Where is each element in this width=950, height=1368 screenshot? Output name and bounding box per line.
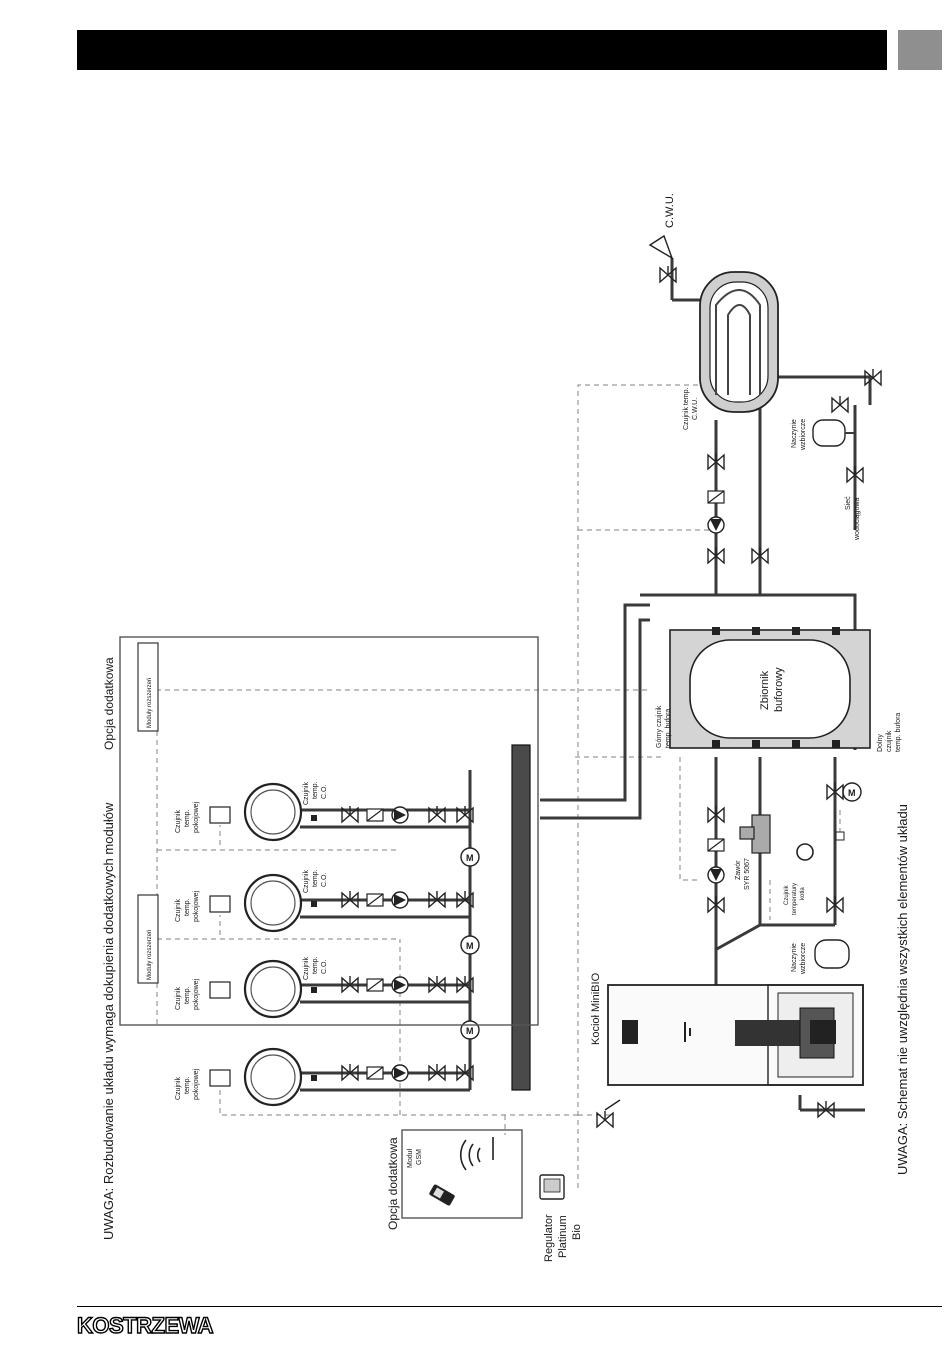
gsm-option-box [401,1129,523,1219]
room-sensor-4-l1: Czujnik [175,810,182,833]
room-sensor-3-l3: pokojowej [193,890,200,922]
dhw-cylinder [699,271,779,413]
module-ext-label-1: Moduły rozszerzeń [147,678,153,728]
room-sensor-3-l1: Czujnik [175,899,182,922]
syr-valve [739,814,771,854]
co-sensor-3-l2: temp. [312,781,319,799]
boiler [607,984,865,1112]
co-sensor-2-l3: C.O. [321,873,328,887]
exp-vessel-boiler-label-1: Naczynie [791,943,798,972]
upper-sensor-label-1: Górny czujnik [656,705,663,748]
mobile-phone-icon [429,1184,455,1206]
lower-sensor-label-2: czujnik [886,730,893,752]
motor-label-1: M [466,1026,474,1036]
motor-label-3: M [466,853,474,863]
room-sensor-1-l3: pokojowej [193,1068,200,1100]
room-sensor-2-l1: Czujnik [175,987,182,1010]
co-sensor-1-l1: Czujnik [303,957,310,980]
exp-vessel-boiler-label-2: wzbiorcze [800,943,807,975]
regulator-label-2: Platinum [557,1215,569,1258]
labels: UWAGA: Rozbudowanie układu wymaga dokupi… [101,193,910,1262]
room-sensor-4-l3: pokojowej [193,801,200,833]
schematic-note: UWAGA: Schemat nie uwzględnia wszystkich… [895,804,910,1175]
exp-vessel-dhw-label-2: wzbiorcze [800,419,807,451]
footer-rule [77,1306,942,1307]
water-supply-label-1: Sieć [845,496,852,510]
room-sensor-2-l2: temp. [184,986,191,1004]
expansion-vessel-boiler [814,939,850,969]
room-sensor-2-l3: pokojowej [193,978,200,1010]
signal-lines [156,384,841,1188]
optional-gsm-label: Opcja dodatkowa [386,1137,400,1230]
co-sensor-2-l2: temp. [312,869,319,887]
co-sensor-3-l3: C.O. [321,785,328,799]
buffer-label-1: Zbiornik [759,670,771,710]
room-sensor-1-l2: temp. [184,1076,191,1094]
gsm-label-2: GSM [416,1149,423,1165]
co-sensor-2-l1: Czujnik [303,870,310,893]
tap-icon [648,234,674,260]
room-sensor-4-l2: temp. [184,809,191,827]
optional-top-label: Opcja dodatkowa [102,657,116,750]
buffer-label-2: buforowy [773,667,785,712]
logo-text: KOSTRZEWA [77,1313,214,1337]
expansion-vessel-dhw [812,419,855,447]
upper-sensor-label-2: temp. bufora [665,709,672,748]
lower-sensor-label-1: Dolny [877,734,884,752]
regulator-label-1: Regulator [543,1214,555,1262]
distribution-manifold [511,744,531,1091]
room-sensor-1-l1: Czujnik [175,1077,182,1100]
header-bar [77,30,887,70]
optional-modules-box [119,636,539,1026]
cwu-label: C.W.U. [664,193,676,228]
co-sensor-1-l3: C.O. [321,960,328,974]
boiler-temp-label-2: temperatury [792,883,798,915]
water-supply-label-2: wodociągowa [854,497,861,541]
module-ext-label-2: Moduły rozszerzeń [147,930,153,980]
regulator-label-3: Bio [571,1224,583,1240]
co-sensor-3-l1: Czujnik [303,782,310,805]
exp-vessel-dhw-label-1: Naczynie [791,419,798,448]
motor-label-2: M [466,941,474,951]
boiler-temp-label-1: Czujnik [784,884,790,905]
heating-circuits [209,782,480,1107]
lower-sensor-label-3: temp. bufora [895,713,902,752]
cwu-sensor-label-2: C.W.U. [692,398,699,420]
motor-label-4: M [848,788,856,798]
syr-valve-label-1: Zawór [735,860,742,880]
co-sensor-1-l2: temp. [312,956,319,974]
kostrzewa-logo: KOSTRZEWA [77,1313,215,1337]
expansion-note: UWAGA: Rozbudowanie układu wymaga dokupi… [101,802,116,1240]
gsm-label-1: Moduł [407,1148,414,1168]
boiler-label: Kocioł MiniBIO [590,972,602,1045]
room-sensor-3-l2: temp. [184,898,191,916]
buffer-tank [669,627,871,749]
cwu-sensor-label-1: Czujnik temp. [683,388,690,430]
boiler-temp-label-3: kotła [800,887,806,900]
syr-valve-label-2: SYR 5067 [744,858,751,890]
page-tab [898,30,942,70]
gsm-antenna-icon [459,1137,494,1171]
